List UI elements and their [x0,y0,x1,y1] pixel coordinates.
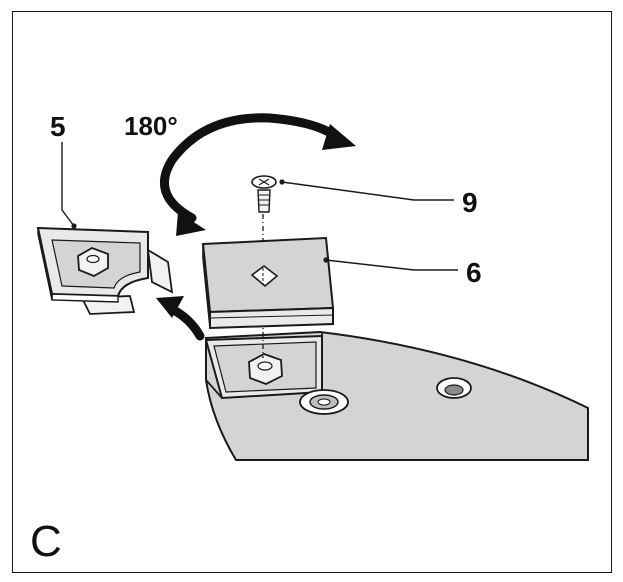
nut [248,353,283,385]
clamp-plate-part-5 [36,226,174,315]
callout-label-6: 6 [466,257,482,288]
leader-lines [61,142,458,271]
plate-hole [436,377,472,399]
curved-arrow-180-icon [159,113,356,236]
square-block-part-6 [201,236,335,330]
screw-icon [251,175,277,213]
plate-washer [299,389,349,415]
rotation-angle-label: 180° [124,111,178,141]
panel-label: C [30,517,62,566]
callout-label-5: 5 [50,111,66,142]
nut-pocket [204,334,349,415]
curved-arrow-left-icon [156,296,205,341]
callout-label-9: 9 [462,187,478,218]
